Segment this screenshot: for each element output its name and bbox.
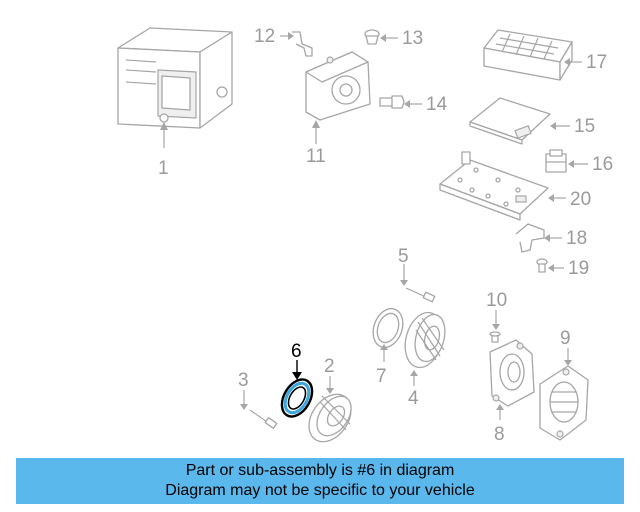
- callout-15[interactable]: 15: [574, 116, 595, 137]
- callout-14[interactable]: 14: [426, 94, 448, 115]
- callout-2[interactable]: 2: [324, 356, 335, 377]
- callout-1[interactable]: 1: [158, 158, 169, 179]
- arrow-1: [160, 122, 168, 130]
- arrow-11: [312, 120, 320, 128]
- arrow-6: [292, 372, 302, 380]
- part-12-bracket[interactable]: [292, 31, 313, 57]
- arrow-12: [288, 32, 294, 40]
- part-2-speaker[interactable]: [300, 386, 359, 449]
- part-4-speaker[interactable]: [399, 308, 449, 371]
- info-banner: Part or sub-assembly is #6 in diagram Di…: [16, 458, 624, 504]
- part-16-connector[interactable]: [545, 149, 567, 173]
- arrow-4: [410, 370, 418, 376]
- callout-17[interactable]: 17: [586, 52, 607, 73]
- callout-8[interactable]: 8: [494, 424, 505, 445]
- part-9-grille[interactable]: [539, 365, 589, 441]
- part-1-head-unit[interactable]: [117, 27, 233, 129]
- part-10-clip[interactable]: [489, 331, 501, 343]
- part-7-gasket[interactable]: [368, 304, 408, 351]
- arrow-2: [326, 388, 334, 394]
- arrow-9: [564, 360, 572, 366]
- part-8-tweeter-housing[interactable]: [489, 339, 535, 407]
- part-18-bracket[interactable]: [515, 223, 545, 253]
- arrow-13: [380, 34, 386, 42]
- part-19-screw[interactable]: [536, 258, 548, 273]
- arrow-7: [380, 344, 388, 350]
- arrow-15: [550, 122, 556, 130]
- callout-13[interactable]: 13: [402, 28, 423, 49]
- part-17-module[interactable]: [483, 29, 573, 81]
- callout-16[interactable]: 16: [592, 154, 613, 175]
- callout-3[interactable]: 3: [238, 370, 249, 391]
- banner-line-part: Part or sub-assembly is #6 in diagram: [185, 462, 455, 479]
- callout-20[interactable]: 20: [570, 189, 591, 210]
- arrow-17: [564, 58, 570, 66]
- part-3-bolt[interactable]: [249, 409, 278, 429]
- arrow-19: [548, 264, 554, 272]
- arrow-20: [548, 194, 554, 202]
- callout-19[interactable]: 19: [568, 258, 589, 279]
- part-5-bolt[interactable]: [405, 287, 436, 303]
- arrow-16: [568, 160, 574, 168]
- arrow-5: [400, 280, 408, 286]
- part-14-bolt[interactable]: [379, 95, 405, 109]
- callout-6[interactable]: 6: [291, 341, 302, 362]
- part-6-gasket-highlighted[interactable]: [276, 374, 319, 422]
- callout-7[interactable]: 7: [376, 366, 387, 387]
- arrow-3: [240, 404, 248, 410]
- arrow-8: [496, 404, 504, 410]
- callout-10[interactable]: 10: [486, 290, 507, 311]
- part-13-clip[interactable]: [364, 29, 380, 45]
- part-11-speaker-enclosure[interactable]: [305, 51, 371, 121]
- arrow-18: [544, 234, 550, 242]
- banner-line-disclaimer: Diagram may not be specific to your vehi…: [165, 482, 475, 499]
- callout-11[interactable]: 11: [306, 146, 326, 167]
- arrow-14: [404, 100, 410, 108]
- callout-18[interactable]: 18: [566, 228, 587, 249]
- part-15-panel[interactable]: [469, 97, 551, 145]
- callout-5[interactable]: 5: [398, 246, 409, 267]
- arrow-10: [492, 324, 500, 330]
- callout-4[interactable]: 4: [408, 388, 419, 409]
- callout-9[interactable]: 9: [560, 328, 571, 349]
- part-20-mounting-tray[interactable]: [439, 151, 549, 221]
- callout-12[interactable]: 12: [254, 26, 275, 47]
